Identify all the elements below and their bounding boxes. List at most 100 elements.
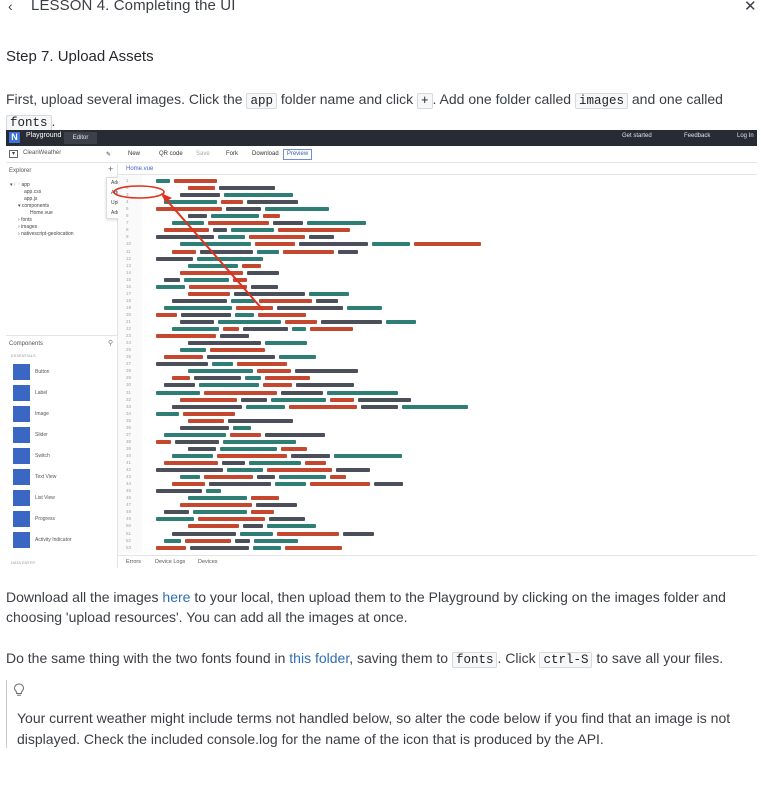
annotation-overlay [113, 185, 264, 311]
here-link[interactable]: here [162, 589, 191, 605]
intro-text: First, upload several images. Click the [6, 91, 247, 107]
intro-text: folder name and click [276, 91, 418, 107]
fonts-text: . Click [497, 650, 540, 666]
code-line [148, 333, 748, 340]
intro-text: . [51, 113, 56, 129]
code-line [148, 439, 748, 446]
code-line [148, 206, 748, 213]
annotation-arrow [162, 195, 264, 311]
tab-device-logs: Device Logs [155, 559, 186, 565]
this-folder-link[interactable]: this folder [289, 650, 350, 666]
code-line [148, 354, 748, 361]
annotation-arrow-head [161, 193, 172, 202]
line-number: 35 [126, 417, 132, 423]
code-line [148, 277, 748, 284]
line-number: 38 [126, 438, 132, 444]
component-item: List View [13, 490, 113, 506]
fonts-text: , saving them to [349, 650, 452, 666]
code-line [148, 234, 748, 241]
line-number: 31 [126, 389, 132, 395]
search-icon: ⚲ [108, 340, 114, 347]
code-line [148, 249, 748, 256]
callout [6, 680, 756, 748]
code-line [148, 502, 748, 509]
line-number: 39 [126, 445, 132, 451]
component-item: Text View [13, 469, 113, 485]
explorer-panel: Explorer + ▾ 🗁 app app.css app.js ▾ comp… [6, 164, 118, 336]
feedback-link: Feedback [684, 133, 711, 139]
intro-text: . Add one folder called [432, 91, 575, 107]
line-number: 32 [126, 396, 132, 402]
code-line [148, 453, 748, 460]
playground-toolbar: ▾ CleanWeather ✎ New QR code Save Fork D… [6, 147, 757, 163]
code-line [148, 213, 748, 220]
tree-folder: › fonts [18, 217, 32, 223]
project-name: CleanWeather [23, 150, 62, 156]
line-number: 15 [126, 276, 132, 282]
code-line [148, 404, 748, 411]
line-number: 33 [126, 403, 132, 409]
code-line [148, 382, 748, 389]
playground-logo-icon: N [9, 132, 20, 143]
code-line [148, 523, 748, 530]
line-number: 47 [126, 502, 132, 508]
new-button: New [128, 151, 141, 157]
code-line [148, 298, 748, 305]
line-number: 23 [126, 333, 132, 339]
code-line [148, 284, 748, 291]
edit-icon: ✎ [106, 152, 112, 158]
code-line [148, 390, 748, 397]
code-fonts: fonts [6, 115, 52, 131]
line-number: 1 [126, 178, 129, 183]
code-line [148, 270, 748, 277]
code-line [148, 340, 748, 347]
line-number: 10 [126, 241, 132, 247]
fonts-text: Do the same thing with the two fonts fou… [6, 650, 290, 666]
code-line [148, 375, 748, 382]
component-item: Progress [13, 511, 113, 527]
code-line [148, 516, 748, 523]
code-app: app [246, 93, 277, 109]
line-number: 48 [126, 509, 132, 515]
bottom-panel-tabs: Errors Device Logs Devices [118, 555, 757, 568]
line-number: 42 [126, 467, 132, 473]
line-number: 17 [126, 290, 132, 296]
fonts-text: to save all your files. [592, 650, 724, 666]
code-line [148, 199, 748, 206]
fonts-paragraph: Do the same thing with the two fonts fou… [6, 648, 754, 670]
code-line [148, 509, 748, 516]
login-link: Log In [737, 133, 754, 139]
code-line [148, 178, 748, 185]
line-number: 28 [126, 368, 132, 374]
component-item: Button [13, 364, 113, 380]
tree-folder-components: ▾ components [18, 203, 50, 209]
download-text: Download all the images [6, 589, 163, 605]
code-line [148, 319, 748, 326]
line-number: 22 [126, 326, 132, 332]
download-paragraph: Download all the images here to your loc… [6, 587, 754, 627]
code-line [148, 425, 748, 432]
code-line [148, 312, 748, 319]
line-number: 14 [126, 269, 132, 275]
code-line [148, 418, 748, 425]
line-number: 41 [126, 460, 132, 465]
intro-text: and one called [628, 91, 723, 107]
editor-tab: Editor [64, 132, 97, 144]
component-item: Slider [13, 427, 113, 443]
code-line [148, 368, 748, 375]
chevron-left-icon[interactable]: ‹ [8, 0, 13, 14]
code-line [148, 291, 748, 298]
playground-brand: Playground [26, 132, 62, 139]
components-section: DATA ENTRY [11, 560, 36, 565]
playground-screenshot: N Playground Editor Get started Feedback… [6, 130, 757, 568]
close-icon[interactable]: ✕ [744, 0, 757, 15]
code-line [148, 467, 748, 474]
line-number: 7 [126, 220, 129, 226]
file-tab: Home.vue [126, 166, 154, 172]
line-number: 46 [126, 495, 132, 501]
tab-devices: Devices [198, 559, 218, 565]
line-number: 34 [126, 410, 132, 416]
components-header: Components [9, 341, 44, 347]
line-number: 21 [126, 319, 132, 324]
